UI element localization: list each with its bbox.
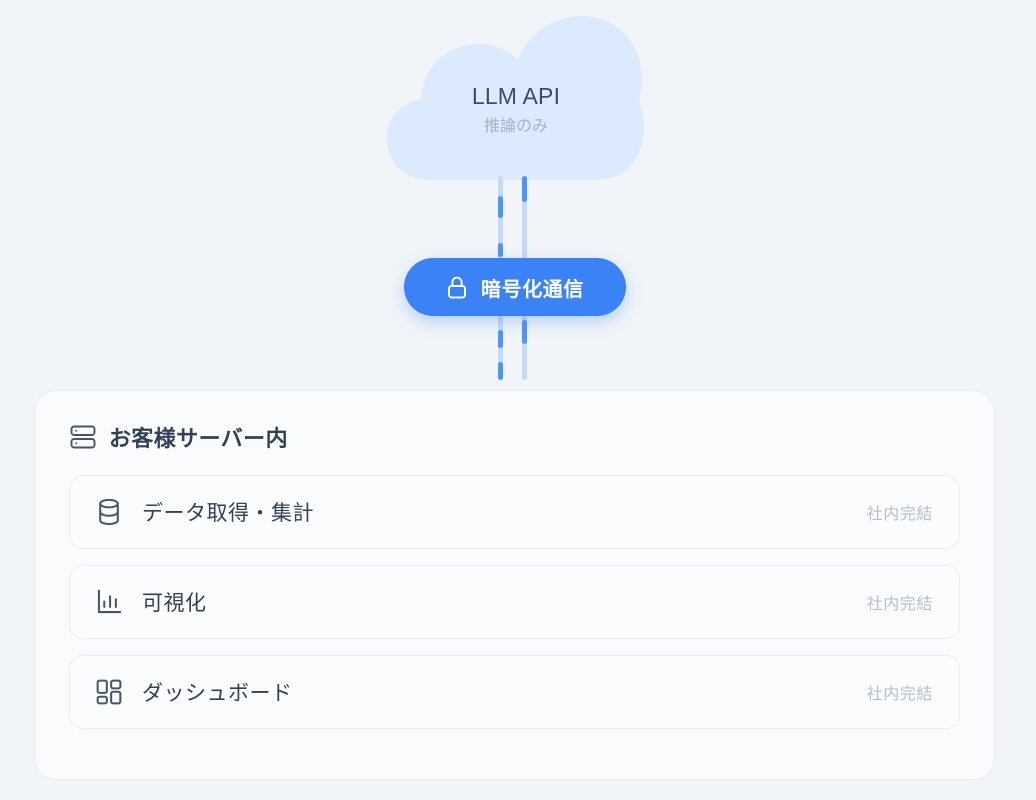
service-list: データ取得・集計 社内完結 可視化 社内完結 [69,475,960,729]
data-flow-dash [522,320,527,344]
customer-server-card: お客様サーバー内 データ取得・集計 社内完結 [34,390,995,780]
card-title: お客様サーバー内 [109,426,288,451]
data-flow-dash [498,243,503,257]
data-flow-dash [498,330,503,348]
server-icon [70,425,96,449]
service-row-dashboard[interactable]: ダッシュボード 社内完結 [69,655,960,729]
encrypted-communication-label: 暗号化通信 [481,278,584,301]
lock-icon [448,276,466,298]
service-tag: 社内完結 [866,686,933,703]
llm-api-cloud: LLM API 推論のみ [380,12,652,182]
service-label: データ取得・集計 [142,502,314,525]
cloud-icon [386,16,644,180]
encrypted-communication-badge[interactable]: 暗号化通信 [404,258,626,316]
cloud-label-group: LLM API 推論のみ [380,82,652,138]
data-flow-dash [522,176,527,202]
cloud-title: LLM API [471,83,561,109]
service-row-visualization[interactable]: 可視化 社内完結 [69,565,960,639]
data-flow-dash [498,362,503,380]
service-label: ダッシュボード [142,682,293,705]
service-label: 可視化 [142,592,207,615]
service-row-data-collection[interactable]: データ取得・集計 社内完結 [69,475,960,549]
layout-grid-icon [96,679,122,705]
card-header: お客様サーバー内 [69,421,994,453]
bar-chart-icon [97,589,122,614]
data-flow-dash [498,196,503,218]
service-tag: 社内完結 [866,506,933,523]
service-tag: 社内完結 [866,596,933,613]
database-icon [99,498,119,526]
cloud-subtitle: 推論のみ [483,118,548,135]
